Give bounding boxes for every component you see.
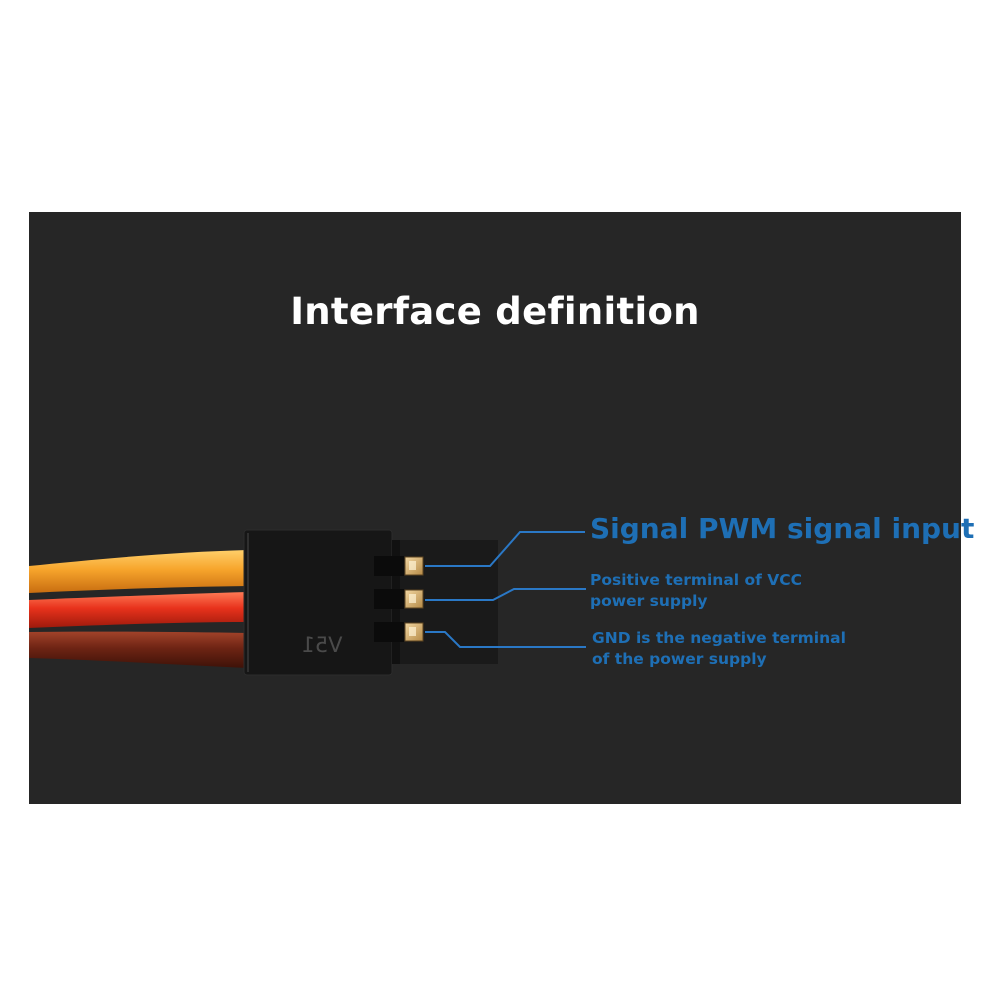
leader-line-gnd bbox=[425, 631, 586, 648]
gnd-pin-label-line1: GND is the negative terminal bbox=[592, 629, 846, 647]
signal-pin-label: Signal PWM signal input bbox=[590, 512, 974, 545]
leader-line-signal bbox=[425, 531, 585, 567]
diagram-title: Interface definition bbox=[290, 290, 700, 333]
connector-edge-highlight bbox=[247, 533, 249, 672]
signal-wire bbox=[29, 550, 248, 593]
leader-line-vcc bbox=[425, 588, 586, 601]
connector-marking: V51 bbox=[301, 633, 342, 657]
pin-slot-vcc bbox=[374, 589, 404, 609]
pin-slot-gnd bbox=[374, 622, 404, 642]
diagram-panel bbox=[29, 212, 961, 804]
vcc-pin-label-line2: power supply bbox=[590, 592, 708, 610]
gnd-wire bbox=[29, 631, 248, 668]
gnd-pin-label: GND is the negative terminal of the powe… bbox=[592, 628, 846, 670]
vcc-wire bbox=[29, 592, 248, 628]
signal-pin-label-text: Signal PWM signal input bbox=[590, 512, 975, 545]
vcc-pin-label: Positive terminal of VCC power supply bbox=[590, 570, 802, 612]
vcc-pin-label-line1: Positive terminal of VCC bbox=[590, 571, 803, 589]
gnd-pin-label-line2: of the power supply bbox=[592, 650, 767, 668]
pin-slot-signal bbox=[374, 556, 404, 576]
